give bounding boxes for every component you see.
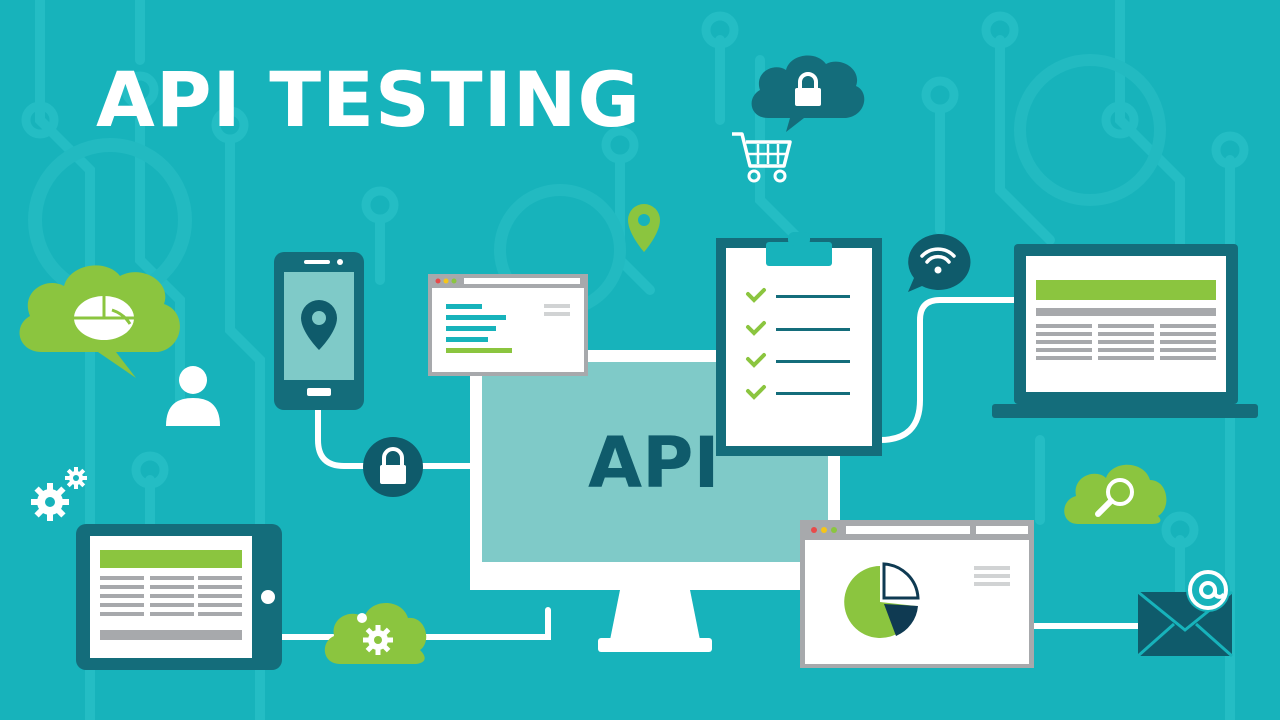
bar-chart-browser-window	[428, 274, 588, 376]
search-cloud-icon	[1064, 464, 1167, 524]
padlock-icon	[363, 437, 423, 497]
wifi-bubble-icon	[908, 233, 971, 292]
mouse-cloud-icon	[19, 265, 180, 378]
smartphone	[274, 252, 364, 410]
gears-icon	[31, 467, 87, 521]
page-title: API TESTING	[96, 55, 641, 144]
user-icon	[166, 366, 220, 426]
laptop	[992, 244, 1258, 418]
location-pin-icon	[628, 204, 660, 252]
check-icon	[746, 321, 766, 336]
location-pin-icon	[301, 300, 337, 350]
check-icon	[746, 353, 766, 368]
email-at-icon	[1137, 568, 1233, 658]
check-icon	[746, 385, 766, 400]
tablet	[76, 524, 282, 670]
monitor-api-label: API	[588, 422, 720, 504]
lock-cloud-icon	[751, 55, 865, 132]
shopping-cart-icon	[732, 132, 792, 183]
clipboard-checklist	[716, 232, 882, 456]
pie-chart-browser-window	[800, 520, 1034, 668]
gear-cloud-icon	[324, 603, 427, 664]
check-icon	[746, 288, 766, 303]
